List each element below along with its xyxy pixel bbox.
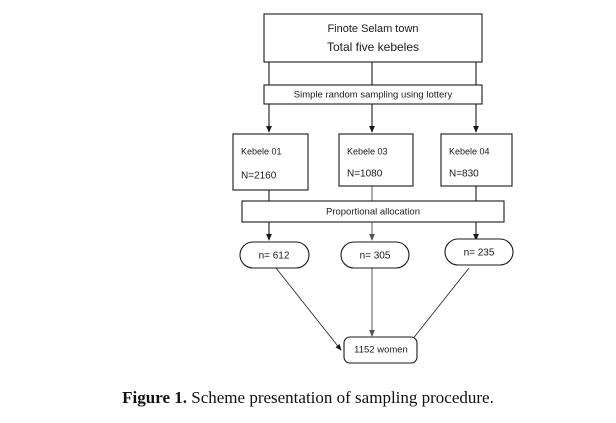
allocation-label: Proportional allocation xyxy=(326,207,420,218)
node-source[interactable]: Finote Selam town Total five kebeles xyxy=(263,13,483,63)
node-sample-04[interactable]: n= 235 xyxy=(444,238,514,266)
node-proportional-allocation[interactable]: Proportional allocation xyxy=(241,200,505,223)
kebele-04-label: Kebele 04 xyxy=(449,146,490,156)
kebele-04-population: N=830 xyxy=(449,169,479,180)
edge-sample-01-to-total xyxy=(275,267,342,351)
figure-caption: Figure 1. Scheme presentation of samplin… xyxy=(0,388,616,408)
figure-caption-text: Scheme presentation of sampling procedur… xyxy=(187,388,494,407)
sample-01-label: n= 612 xyxy=(259,251,290,262)
sample-04-label: n= 235 xyxy=(464,248,495,259)
kebele-03-label: Kebele 03 xyxy=(347,146,388,156)
kebele-03-population: N=1080 xyxy=(347,169,383,180)
total-label: 1152 women xyxy=(354,345,408,356)
edge-sample-04-to-total xyxy=(403,267,470,351)
figure-caption-label: Figure 1. xyxy=(122,388,187,407)
node-kebele-03[interactable]: Kebele 03 N=1080 xyxy=(338,133,414,187)
node-sample-01[interactable]: n= 612 xyxy=(239,241,310,269)
sample-03-label: n= 305 xyxy=(360,251,391,262)
node-sample-03[interactable]: n= 305 xyxy=(340,241,410,269)
source-line-2: Total five kebeles xyxy=(327,40,419,54)
source-line-1: Finote Selam town xyxy=(327,23,418,35)
node-kebele-04[interactable]: Kebele 04 N=830 xyxy=(440,133,513,187)
sampling-method-label: Simple random sampling using lottery xyxy=(294,90,453,101)
node-sampling-method[interactable]: Simple random sampling using lottery xyxy=(263,84,483,105)
node-kebele-01[interactable]: Kebele 01 N=2160 xyxy=(232,133,309,191)
node-total[interactable]: 1152 women xyxy=(343,336,418,364)
kebele-01-label: Kebele 01 xyxy=(241,146,282,156)
kebele-01-population: N=2160 xyxy=(241,171,277,182)
